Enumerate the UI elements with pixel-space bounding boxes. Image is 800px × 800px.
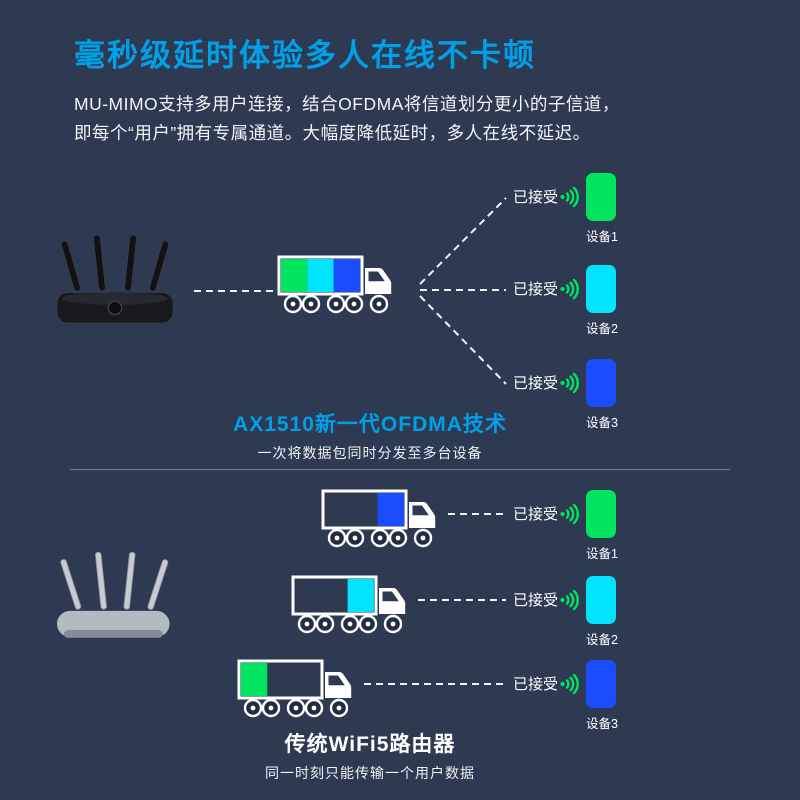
wifi-signal-icon — [560, 278, 579, 300]
wifi-signal-icon — [560, 186, 579, 208]
description-line-1: MU-MIMO支持多用户连接，结合OFDMA将信道划分更小的子信道， — [74, 94, 620, 114]
device-label: 设备1 — [586, 547, 618, 561]
receiver-row: 已接受 设备3 — [500, 339, 640, 439]
ofdma-caption: AX1510新一代OFDMA技术 — [233, 413, 507, 436]
receiver-row: 已接受 设备1 — [500, 470, 640, 570]
delivery-truck-icon — [321, 489, 436, 548]
ofdma-subcaption: 一次将数据包同时分发至多台设备 — [257, 445, 483, 461]
device-label: 设备3 — [586, 717, 618, 731]
received-status-label: 已接受 — [513, 592, 559, 609]
delivery-truck-icon — [237, 659, 352, 718]
receiver-row: 已接受 设备2 — [500, 245, 640, 345]
received-status-label: 已接受 — [513, 281, 559, 298]
wifi5-caption: 传统WiFi5路由器 — [284, 733, 456, 756]
delivery-truck-icon — [277, 255, 392, 314]
section-divider — [70, 469, 730, 470]
wifi6-router-icon — [56, 234, 174, 324]
device-phone — [586, 265, 616, 313]
device-phone — [586, 490, 616, 538]
receiver-row: 已接受 设备2 — [500, 556, 640, 656]
receiver-row: 已接受 设备1 — [500, 153, 640, 253]
received-status-label: 已接受 — [513, 506, 559, 523]
device-label: 设备2 — [586, 322, 618, 336]
device-label: 设备1 — [586, 230, 618, 244]
wifi-signal-icon — [560, 503, 579, 525]
wifi-signal-icon — [560, 372, 579, 394]
wifi5-subcaption: 同一时刻只能传输一个用户数据 — [265, 765, 475, 781]
delivery-truck-icon — [291, 575, 406, 634]
device-phone — [586, 173, 616, 221]
description-line-2: 即每个“用户”拥有专属通道。大幅度降低延时，多人在线不延迟。 — [74, 123, 591, 143]
wifi-signal-icon — [560, 673, 579, 695]
device-label: 设备3 — [586, 416, 618, 430]
wifi5-router-icon — [56, 552, 170, 638]
received-status-label: 已接受 — [513, 375, 559, 392]
received-status-label: 已接受 — [513, 676, 559, 693]
device-label: 设备2 — [586, 633, 618, 647]
receiver-row: 已接受 设备3 — [500, 640, 640, 740]
device-phone — [586, 359, 616, 407]
device-phone — [586, 660, 616, 708]
page-description: MU-MIMO支持多用户连接，结合OFDMA将信道划分更小的子信道， 即每个“用… — [74, 90, 620, 148]
received-status-label: 已接受 — [513, 189, 559, 206]
page-title: 毫秒级延时体验多人在线不卡顿 — [74, 38, 536, 73]
wifi-signal-icon — [560, 589, 579, 611]
device-phone — [586, 576, 616, 624]
